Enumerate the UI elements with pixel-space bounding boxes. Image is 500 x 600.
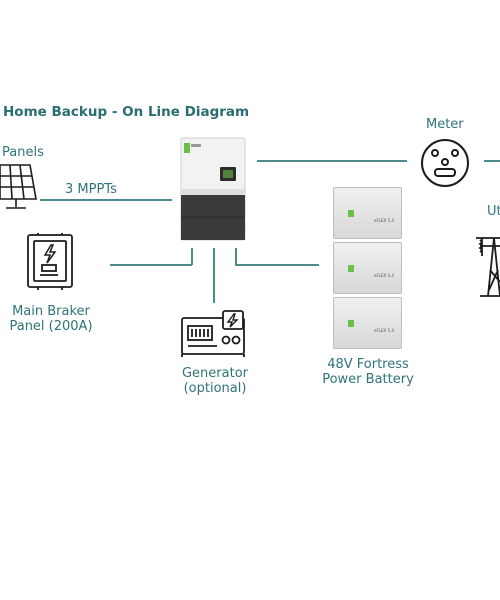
- battery-module-label: eFLEX 5.4: [374, 273, 394, 278]
- line-meter-utility: [484, 160, 500, 162]
- label-battery-line2: Power Battery: [322, 372, 414, 387]
- battery-module-label: eFLEX 5.4: [374, 328, 394, 333]
- label-generator-line2: (optional): [183, 381, 247, 396]
- label-main-panel-line2: Panel (200A): [9, 319, 93, 334]
- label-generator-line1: Generator: [181, 366, 248, 381]
- battery-indicator: [348, 320, 354, 327]
- line-battery-inverter-v: [235, 248, 237, 265]
- line-panel-inverter-h: [110, 264, 192, 266]
- label-battery: 48V Fortress Power Battery: [315, 357, 421, 387]
- utility-tower-icon: [476, 237, 500, 297]
- label-utility: Ut: [487, 204, 500, 219]
- solar-panel-icon: [0, 164, 37, 209]
- diagram-title: Home Backup - On Line Diagram: [3, 104, 250, 120]
- battery-module: eFLEX 5.4: [333, 242, 402, 294]
- line-inverter-meter: [257, 160, 407, 162]
- label-main-panel-line1: Main Braker: [12, 304, 90, 319]
- meter-icon: [421, 139, 469, 187]
- label-battery-line1: 48V Fortress: [327, 357, 409, 372]
- inverter-icon: [180, 137, 246, 241]
- line-generator-inverter: [213, 248, 215, 303]
- battery-module-label: eFLEX 5.4: [374, 218, 394, 223]
- battery-icon: eFLEX 5.4 eFLEX 5.4 eFLEX 5.4: [333, 187, 402, 349]
- line-solar-inverter: [40, 199, 172, 201]
- battery-indicator: [348, 210, 354, 217]
- label-meter: Meter: [426, 117, 464, 132]
- line-panel-inverter-v: [191, 248, 193, 265]
- label-mppts: 3 MPPTs: [65, 182, 117, 197]
- battery-module: eFLEX 5.4: [333, 297, 402, 349]
- label-panels: Panels: [2, 145, 44, 160]
- label-main-panel: Main Braker Panel (200A): [0, 304, 102, 334]
- label-generator: Generator (optional): [165, 366, 265, 396]
- battery-module: eFLEX 5.4: [333, 187, 402, 239]
- generator-icon: [181, 310, 245, 357]
- battery-indicator: [348, 265, 354, 272]
- electrical-panel-icon: [27, 233, 73, 290]
- line-battery-inverter-h: [235, 264, 319, 266]
